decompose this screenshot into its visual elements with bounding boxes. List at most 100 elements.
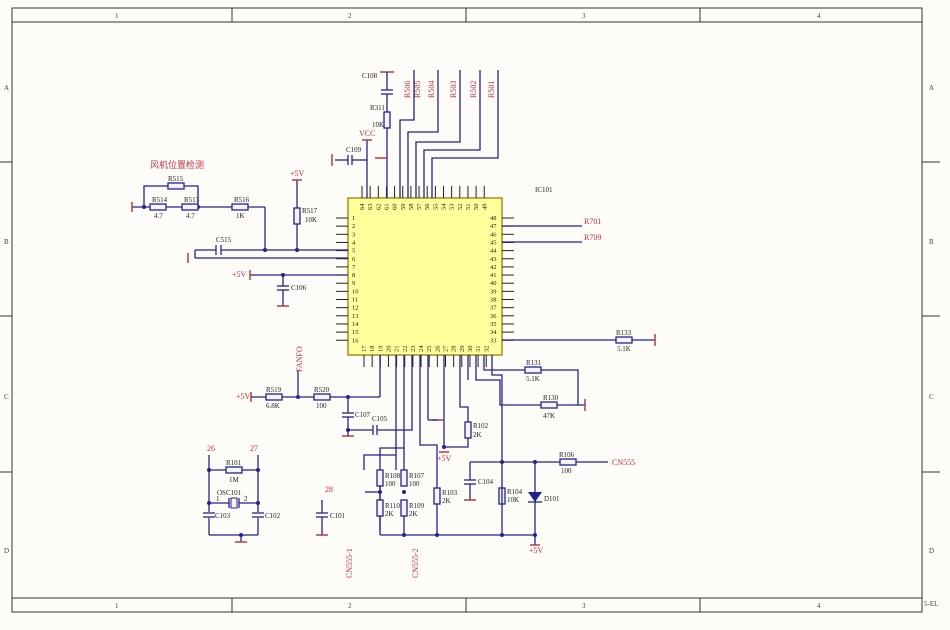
ic-pin-number: 61 bbox=[383, 204, 390, 211]
ic-pin-number: 28 bbox=[451, 346, 458, 353]
net-cn555-2: CN555-2 bbox=[411, 548, 420, 578]
ic-pin-number: 38 bbox=[490, 297, 497, 304]
r131-value: 5.1K bbox=[526, 375, 540, 383]
resistor-r519 bbox=[265, 393, 283, 401]
ic-pin-number: 55 bbox=[432, 204, 439, 211]
ic-pin-number: 41 bbox=[490, 272, 497, 279]
ic-pin-number: 25 bbox=[426, 346, 433, 353]
ic-pin-number: 39 bbox=[490, 288, 497, 295]
r102-value: 2K bbox=[473, 431, 482, 439]
osc101-label: OSC101 bbox=[217, 489, 242, 497]
r110-value: 2K bbox=[385, 510, 394, 518]
ic-pin-number: 60 bbox=[392, 204, 399, 211]
ic-pin-number: 17 bbox=[361, 345, 368, 352]
resistor-r514 bbox=[149, 203, 167, 211]
resistor-r513 bbox=[181, 203, 199, 211]
ic-pin-number: 7 bbox=[352, 264, 356, 271]
ic-pins: 1234567891011121314151648474645444342414… bbox=[336, 186, 514, 367]
c108-label: C108 bbox=[362, 72, 378, 80]
vcc-label: VCC bbox=[359, 129, 375, 138]
ic101-chip[interactable] bbox=[347, 197, 503, 356]
ic-pin-number: 46 bbox=[490, 231, 497, 238]
r101-label: R101 bbox=[226, 459, 242, 467]
r517-label: R517 bbox=[302, 207, 318, 215]
ic-pin-number: 43 bbox=[490, 256, 497, 263]
ic-pin-number: 64 bbox=[359, 203, 366, 210]
c109-label: C109 bbox=[346, 146, 362, 154]
ic-pin-number: 5 bbox=[352, 248, 355, 255]
r516-value: 1K bbox=[236, 212, 245, 220]
col-label: 2 bbox=[348, 602, 352, 610]
c104-label: C104 bbox=[478, 478, 494, 486]
ic-pin-number: 47 bbox=[490, 223, 497, 230]
net-cn555: CN555 bbox=[612, 458, 635, 467]
ic-pin-number: 57 bbox=[416, 203, 423, 210]
r102-label: R102 bbox=[473, 422, 489, 430]
r130-value: 47K bbox=[543, 412, 555, 420]
corner-text: 5-EL bbox=[924, 600, 938, 608]
r513-label: R513 bbox=[184, 196, 200, 204]
ic-pin-number: 40 bbox=[490, 280, 497, 287]
ic-pin-number: 20 bbox=[385, 346, 392, 353]
power-5v-label: +5V bbox=[529, 546, 544, 555]
r108-label: R108 bbox=[385, 472, 401, 480]
ic-pin-number: 30 bbox=[467, 346, 474, 353]
r103-label: R103 bbox=[442, 489, 458, 497]
crystal-osc101 bbox=[230, 497, 238, 509]
r106-value: 100 bbox=[561, 467, 572, 475]
net-26: 26 bbox=[207, 444, 215, 453]
ic-pin-number: 26 bbox=[434, 345, 441, 352]
r514-value: 4.7 bbox=[154, 212, 163, 220]
col-label: 3 bbox=[582, 602, 586, 610]
c102-label: C102 bbox=[265, 512, 281, 520]
r311-value: 10K bbox=[372, 121, 384, 129]
ic-pin-number: 14 bbox=[352, 321, 359, 328]
net-27: 27 bbox=[250, 444, 258, 453]
c515-label: C515 bbox=[216, 236, 232, 244]
ic-pin-number: 52 bbox=[457, 204, 464, 211]
osc-pin-1: 1 bbox=[216, 495, 220, 503]
r520-value: 100 bbox=[316, 402, 327, 410]
resistor-r109 bbox=[400, 499, 408, 517]
ic-pin-number: 56 bbox=[424, 203, 431, 210]
col-label: 4 bbox=[817, 12, 821, 20]
col-label: 2 bbox=[348, 12, 352, 20]
col-label: 1 bbox=[115, 602, 119, 610]
r519-value: 6.8K bbox=[266, 402, 280, 410]
net-fanfo: FANFO bbox=[295, 346, 304, 372]
ic-pin-number: 36 bbox=[490, 313, 497, 320]
drawing-frame: 1 2 3 4 1 2 3 4 A B C D A B C D 5-EL bbox=[0, 7, 940, 613]
ic-pin-number: 27 bbox=[443, 345, 450, 352]
ic-pin-number: 45 bbox=[490, 239, 497, 246]
section-title: 风机位置检测 bbox=[150, 159, 204, 170]
net-cn555-1: CN555-1 bbox=[345, 548, 354, 578]
right-network bbox=[475, 225, 656, 411]
ic-pin-number: 50 bbox=[473, 204, 480, 211]
top-net-label: R505 bbox=[413, 81, 422, 98]
resistor-r107 bbox=[400, 469, 408, 487]
r517-value: 10K bbox=[305, 216, 317, 224]
ic-pin-number: 53 bbox=[449, 204, 456, 211]
power-5v-label: +5V bbox=[437, 454, 452, 463]
ic-pin-number: 8 bbox=[352, 272, 355, 279]
r513-value: 4.7 bbox=[186, 212, 195, 220]
row-label: D bbox=[4, 547, 9, 555]
r519-label: R519 bbox=[266, 386, 282, 394]
r516-label: R516 bbox=[234, 196, 250, 204]
r515-label: R515 bbox=[168, 175, 184, 183]
ic-pin-number: 54 bbox=[441, 203, 448, 210]
ic-pin-number: 31 bbox=[475, 346, 482, 353]
c103-label: C103 bbox=[215, 512, 231, 520]
ic-pin-number: 12 bbox=[352, 305, 359, 312]
row-label: D bbox=[929, 547, 934, 555]
row-label: B bbox=[929, 238, 934, 246]
power-5v-label: +5V bbox=[290, 169, 305, 178]
ic-pin-number: 3 bbox=[352, 231, 355, 238]
d101-label: D101 bbox=[544, 495, 560, 503]
c106-label: C106 bbox=[291, 284, 307, 292]
ic-pin-number: 13 bbox=[352, 313, 359, 320]
row-label: A bbox=[4, 84, 9, 92]
resistor-r520 bbox=[313, 393, 331, 401]
